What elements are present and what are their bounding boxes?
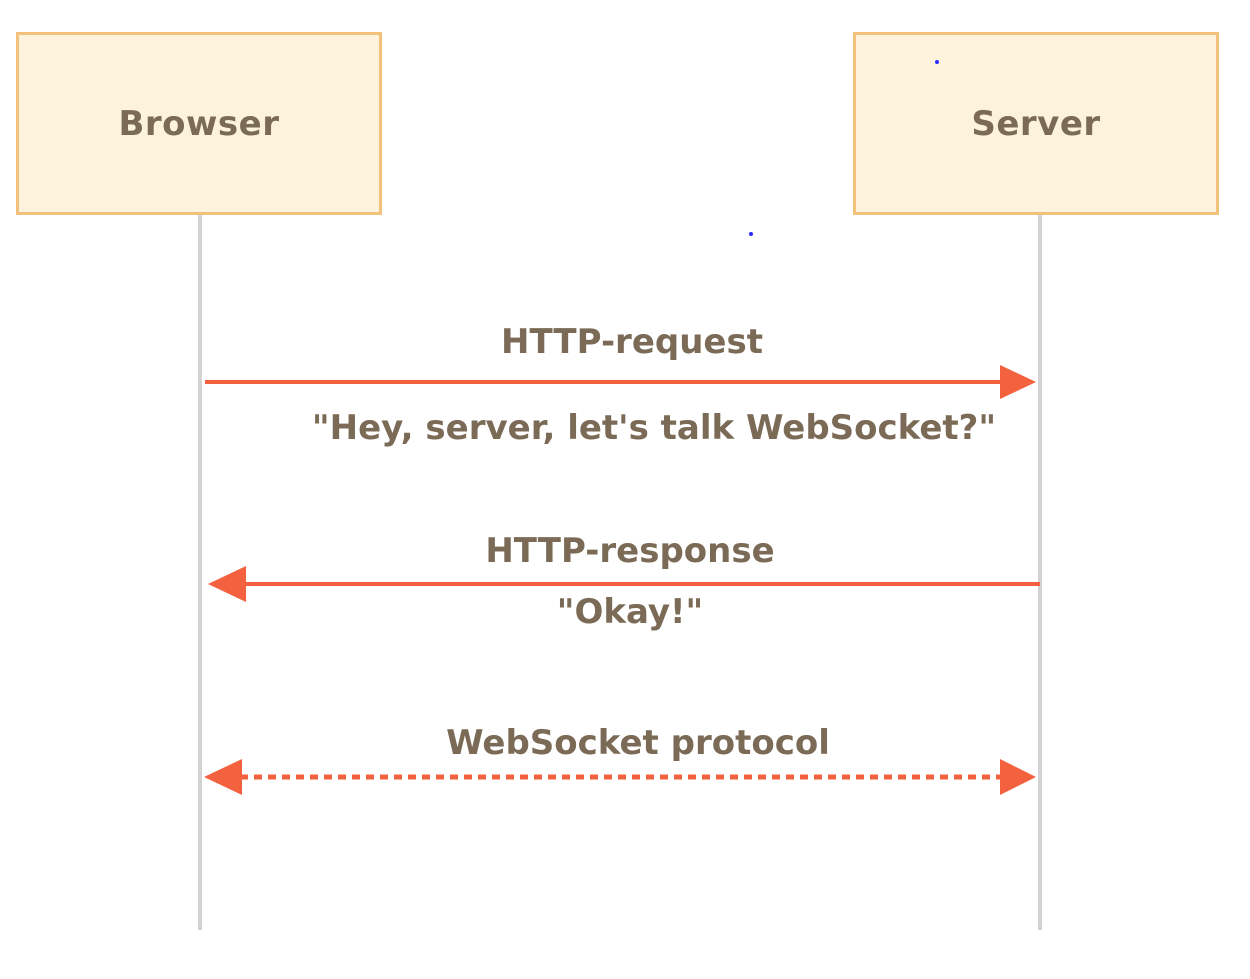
browser-participant-box: Browser — [16, 32, 382, 215]
websocket-arrowhead-right — [1000, 759, 1036, 795]
http-response-label: HTTP-response — [485, 531, 775, 571]
http-request-arrowhead — [1000, 365, 1036, 399]
http-response-arrowhead — [208, 566, 246, 602]
stray-dot — [749, 232, 753, 236]
http-request-sublabel: "Hey, server, let's talk WebSocket?" — [311, 408, 997, 448]
http-response-sublabel: "Okay!" — [556, 592, 704, 632]
server-label: Server — [971, 103, 1101, 144]
http-request-label: HTTP-request — [501, 322, 763, 362]
stray-dot — [935, 60, 939, 64]
websocket-arrowhead-left — [204, 759, 242, 795]
server-participant-box: Server — [853, 32, 1219, 215]
browser-label: Browser — [118, 103, 280, 144]
websocket-protocol-label: WebSocket protocol — [446, 723, 830, 763]
